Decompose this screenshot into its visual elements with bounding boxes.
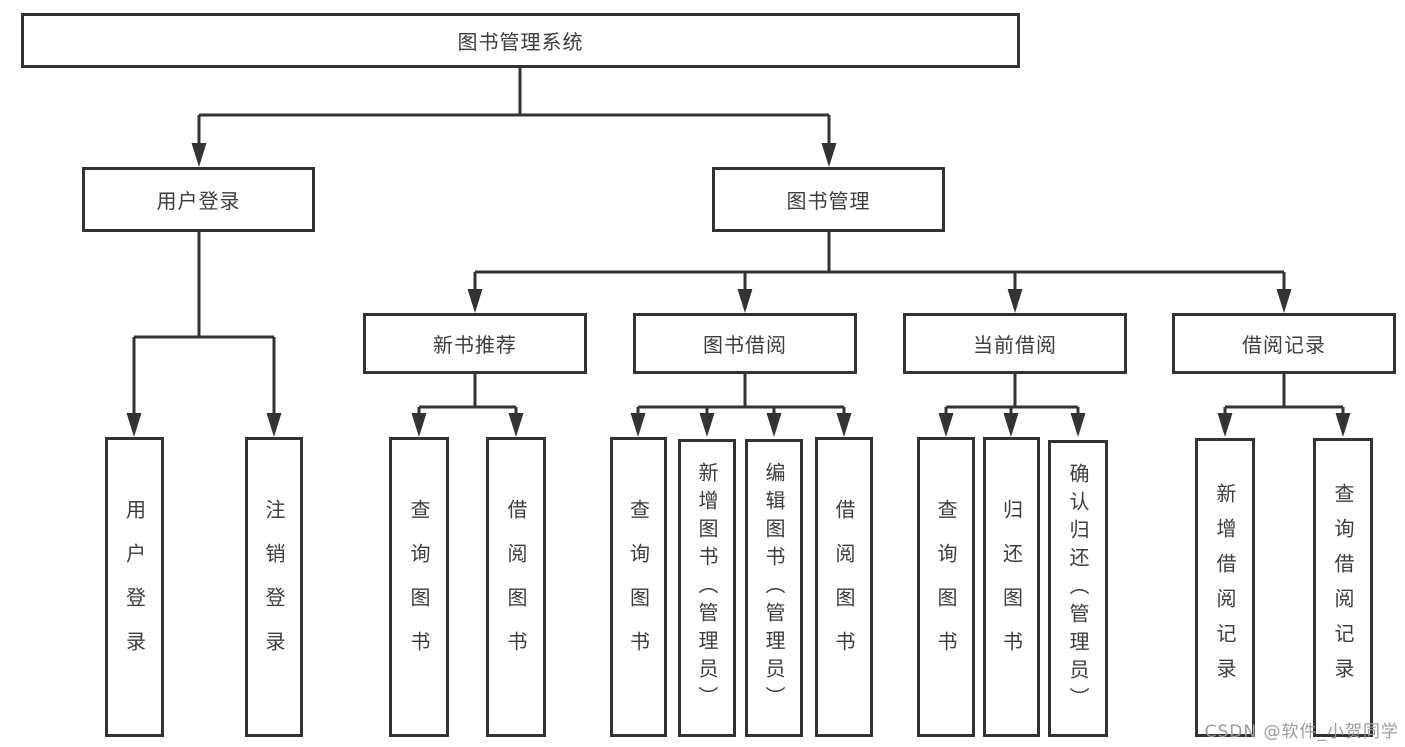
leaf-label: 借阅图书 [832, 499, 856, 675]
leaf-borrowing-add-books-admin: 新增图书（管理员） [678, 439, 736, 737]
leaf-label: 新增图书（管理员） [695, 462, 719, 714]
leaf-label: 编辑图书（管理员） [762, 462, 786, 714]
leaf-current-query-books: 查询图书 [917, 437, 975, 737]
leaf-label: 查询借阅记录 [1331, 482, 1355, 693]
leaf-label: 查询图书 [626, 499, 651, 675]
leaf-newbook-query-books: 查询图书 [389, 437, 449, 737]
arrowhead-icons [126, 143, 1351, 437]
node-library-management-system: 图书管理系统 [21, 13, 1020, 68]
leaf-current-confirm-return-admin: 确认归还（管理员） [1048, 440, 1108, 737]
node-book-management: 图书管理 [712, 167, 945, 232]
leaf-label: 借阅图书 [504, 499, 528, 675]
node-label: 用户登录 [156, 189, 241, 213]
node-new-book-recommend: 新书推荐 [363, 313, 587, 374]
node-user-login: 用户登录 [82, 167, 315, 232]
leaf-label: 新增借阅记录 [1213, 482, 1237, 693]
node-label: 图书借阅 [703, 333, 787, 357]
node-label: 图书管理系统 [457, 30, 584, 54]
leaf-borrowing-borrow-books: 借阅图书 [815, 437, 873, 737]
node-label: 当前借阅 [973, 333, 1057, 357]
leaf-borrowing-query-books: 查询图书 [610, 437, 667, 737]
leaf-label: 归还图书 [999, 499, 1024, 675]
node-label: 借阅记录 [1242, 333, 1326, 357]
leaf-newbook-borrow-books: 借阅图书 [486, 437, 546, 737]
leaf-label: 查询图书 [934, 499, 958, 675]
watermark: CSDN @软件_小贺同学 [1204, 722, 1399, 742]
leaf-records-add-record: 新增借阅记录 [1195, 438, 1255, 737]
node-borrowing-records: 借阅记录 [1172, 313, 1396, 374]
leaf-label: 用户登录 [122, 499, 147, 675]
leaf-label: 注销登录 [262, 499, 286, 675]
node-current-borrowing: 当前借阅 [903, 313, 1127, 374]
node-label: 图书管理 [786, 189, 871, 213]
node-book-borrowing: 图书借阅 [633, 313, 857, 374]
leaf-records-query-record: 查询借阅记录 [1313, 438, 1373, 737]
leaf-current-return-books: 归还图书 [983, 437, 1040, 737]
leaf-user-login: 用户登录 [105, 437, 164, 737]
leaf-logout: 注销登录 [245, 437, 303, 737]
leaf-label: 查询图书 [407, 499, 431, 675]
node-label: 新书推荐 [433, 333, 517, 357]
leaf-borrowing-edit-books-admin: 编辑图书（管理员） [745, 439, 803, 737]
leaf-label: 确认归还（管理员） [1066, 462, 1090, 715]
